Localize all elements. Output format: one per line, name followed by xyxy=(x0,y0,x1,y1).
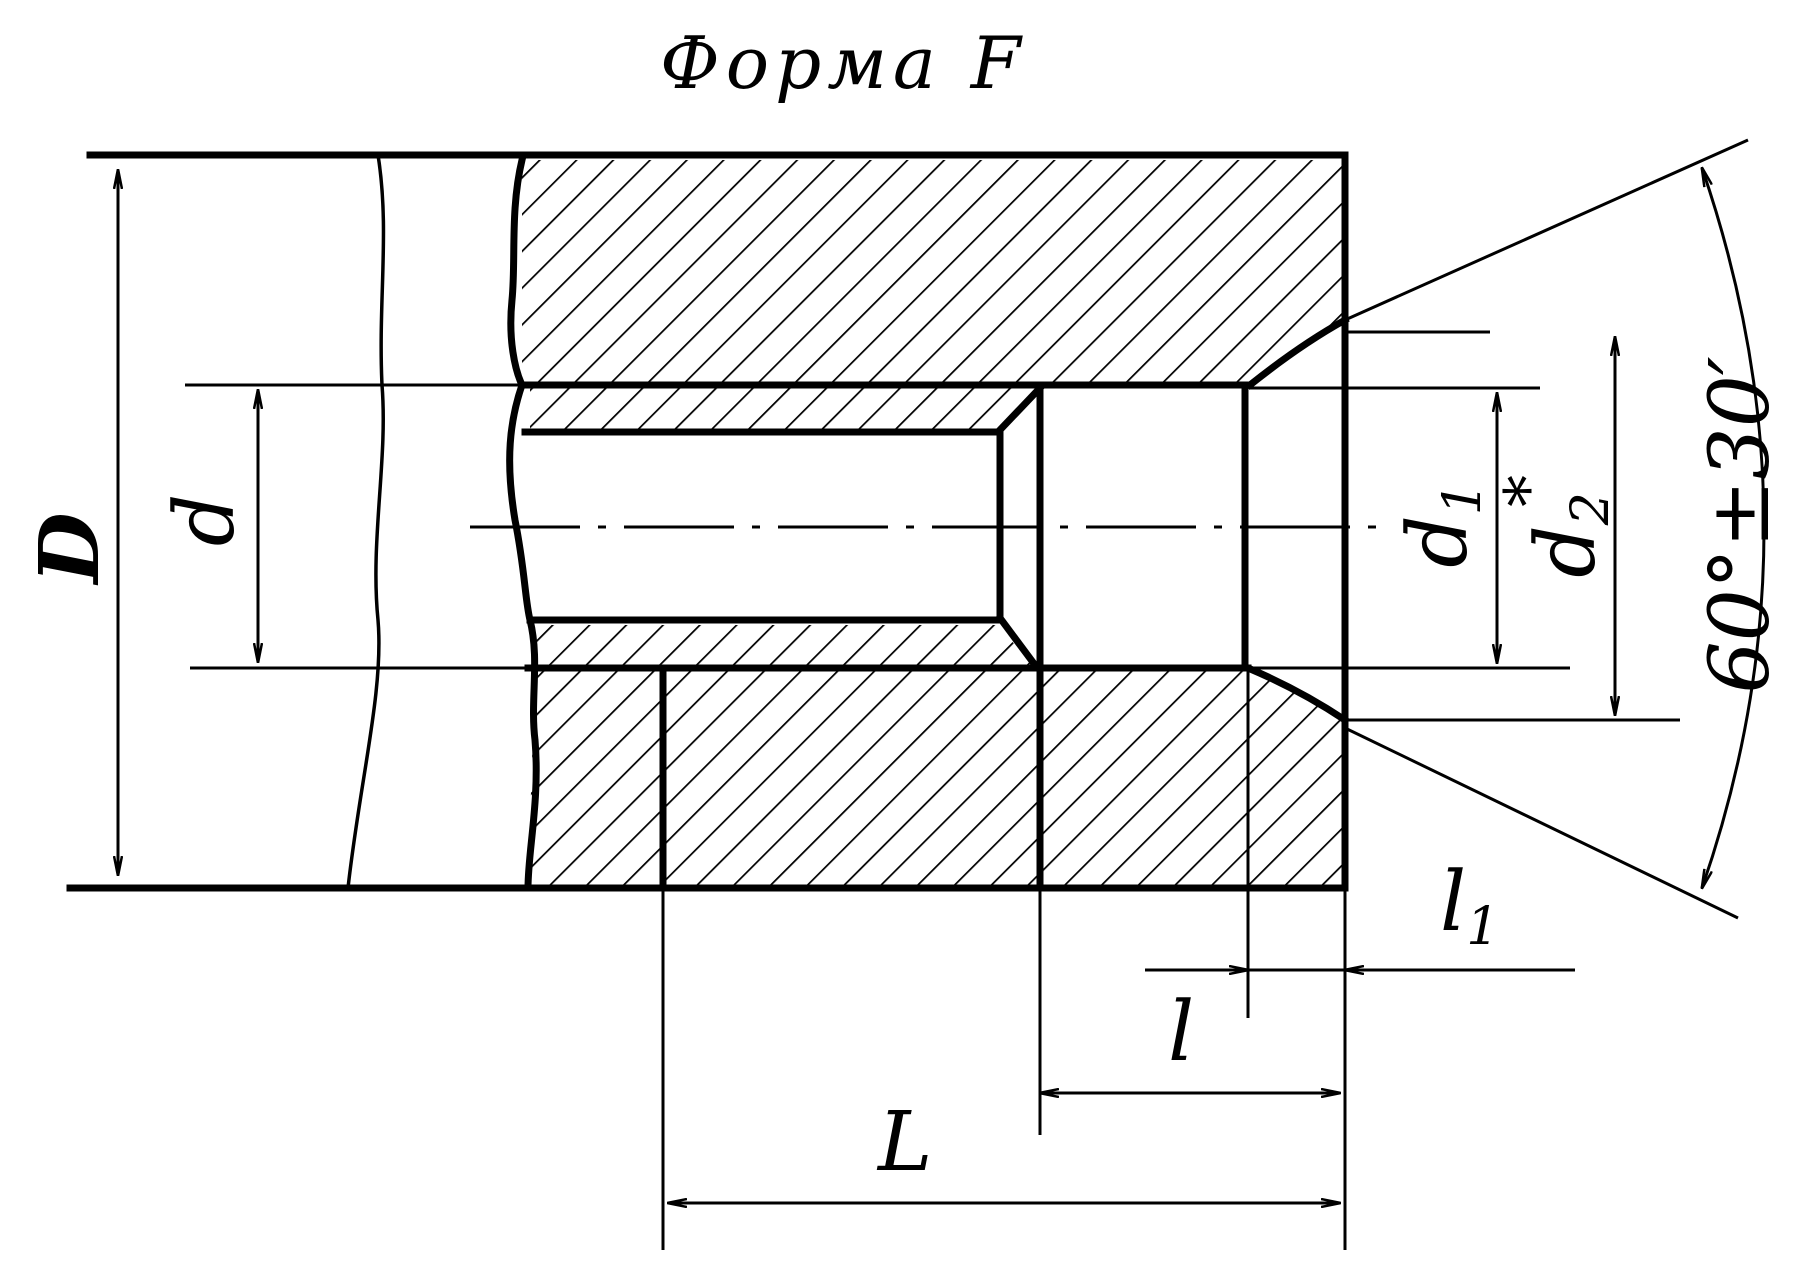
extension-lines xyxy=(185,138,1749,1250)
label-d2-star: * xyxy=(1492,475,1566,507)
lower-thread-section xyxy=(535,625,1035,668)
label-angle: 60°±30′ xyxy=(1693,356,1788,693)
label-l1-sub: 1 xyxy=(1466,897,1499,957)
upper-wall-section xyxy=(522,160,1345,385)
dimension-labels: D d d1 d2 * 60°±30′ l1 l L xyxy=(22,356,1788,1190)
diagram-title: Форма F xyxy=(660,21,1027,105)
label-d1-sub: 1 xyxy=(1433,482,1493,515)
label-d1: d xyxy=(1391,515,1486,568)
dimension-lines xyxy=(118,168,1766,1203)
svg-text:l1: l1 xyxy=(1440,855,1499,957)
lower-wall-section xyxy=(528,668,1345,885)
label-d2-sub: 2 xyxy=(1561,492,1621,526)
label-l1: l xyxy=(1440,855,1466,950)
hatched-sections xyxy=(522,160,1345,885)
label-d2: d xyxy=(1519,525,1614,578)
upper-thread-section xyxy=(530,385,1040,432)
svg-text:d1: d1 xyxy=(1391,482,1493,568)
part-outline xyxy=(66,151,1350,892)
label-L: L xyxy=(876,1095,932,1190)
label-D: D xyxy=(22,512,118,585)
break-lines xyxy=(346,154,540,892)
label-l: l xyxy=(1168,985,1194,1080)
svg-text:d2: d2 xyxy=(1519,492,1621,578)
label-d: d xyxy=(158,494,253,547)
